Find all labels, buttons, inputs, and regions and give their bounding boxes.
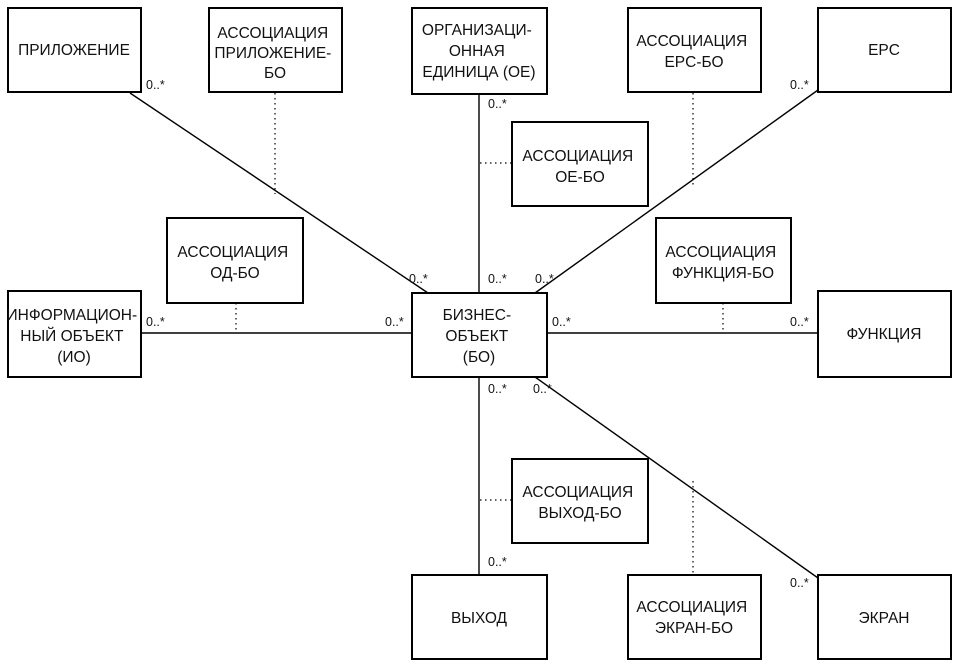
mult-bo-screen-end: 0..* (533, 382, 552, 396)
svg-text:АССОЦИАЦИЯ EPC-БО: АССОЦИАЦИЯ EPC-БО (636, 33, 751, 71)
mult-eps-end: 0..* (790, 78, 809, 92)
svg-text:EPC: EPC (868, 42, 900, 59)
entity-assoc-out-bo: АССОЦИАЦИЯ ВЫХОД-БО (511, 458, 649, 544)
assoc-app-line-3: БО (264, 65, 286, 82)
bo-line-3: (БО) (463, 349, 495, 366)
connector-bo-screen (534, 376, 819, 579)
info-line-3: (ИО) (57, 349, 91, 366)
assoc-func-line-1: АССОЦИАЦИЯ (665, 244, 776, 261)
svg-text:АССОЦИАЦИЯ ВЫХОД-БО: АССОЦИАЦИЯ ВЫХОД-БО (522, 484, 637, 522)
connector-app-bo (129, 92, 429, 294)
mult-info-end: 0..* (146, 315, 165, 329)
mult-app-end: 0..* (146, 78, 165, 92)
entity-info-object: ИНФОРМАЦИОН- НЫЙ ОБЪЕКТ (ИО) (7, 290, 142, 378)
association-links (235, 93, 724, 575)
func-line-1: ФУНКЦИЯ (847, 326, 922, 343)
svg-text:ПРИЛОЖЕНИЕ: ПРИЛОЖЕНИЕ (18, 42, 130, 59)
org-line-2: ОННАЯ (449, 43, 505, 60)
entity-business-object: БИЗНЕС- ОБЪЕКТ (БО) (411, 292, 548, 378)
out-line-1: ВЫХОД (451, 610, 508, 627)
screen-line-1: ЭКРАН (858, 610, 909, 627)
svg-text:ВЫХОД: ВЫХОД (451, 610, 508, 627)
mult-bo-app-end: 0..* (409, 272, 428, 286)
entity-output: ВЫХОД (411, 574, 548, 660)
assoc-out-line-1: АССОЦИАЦИЯ (522, 484, 633, 501)
mult-bo-info-end: 0..* (385, 315, 404, 329)
mult-bo-eps-end: 0..* (535, 272, 554, 286)
svg-text:ЭКРАН: ЭКРАН (858, 610, 909, 627)
svg-text:ФУНКЦИЯ: ФУНКЦИЯ (847, 326, 922, 343)
assoc-app-line-1: АССОЦИАЦИЯ (217, 25, 328, 42)
bo-line-1: БИЗНЕС- (443, 307, 512, 324)
connector-eps-bo (534, 89, 819, 294)
svg-text:АССОЦИАЦИЯ ОЕ-БО: АССОЦИАЦИЯ ОЕ-БО (522, 148, 637, 186)
assoc-screen-line-2: ЭКРАН-БО (655, 620, 733, 637)
svg-text:ОРГАНИЗАЦИ- ОННАЯ: ОРГАНИЗАЦИ- ОННАЯ ЕДИНИЦА (ОЕ) (422, 22, 536, 81)
entity-assoc-eps-bo: АССОЦИАЦИЯ EPC-БО (627, 7, 762, 93)
info-line-2: НЫЙ ОБЪЕКТ (20, 327, 124, 345)
assoc-func-line-2: ФУНКЦИЯ-БО (672, 265, 774, 282)
svg-text:АССОЦИАЦИЯ ПРИЛОЖЕНИЕ-: АССОЦИАЦИЯ ПРИЛОЖЕНИЕ- БО (214, 25, 335, 82)
entity-app: ПРИЛОЖЕНИЕ (7, 7, 142, 93)
assoc-screen-line-1: АССОЦИАЦИЯ (636, 599, 747, 616)
mult-bo-func-end: 0..* (552, 315, 571, 329)
assoc-oe-line-2: ОЕ-БО (555, 169, 605, 186)
svg-text:БИЗНЕС- ОБЪЕКТ (БО: БИЗНЕС- ОБЪЕКТ (БО) (443, 307, 516, 366)
org-line-3: ЕДИНИЦА (ОЕ) (422, 64, 535, 81)
connectors (129, 89, 819, 579)
assoc-od-line-1: АССОЦИАЦИЯ (177, 244, 288, 261)
entity-function: ФУНКЦИЯ (817, 290, 952, 378)
mult-func-end: 0..* (790, 315, 809, 329)
svg-text:АССОЦИАЦИЯ ЭКРАН-БО: АССОЦИАЦИЯ ЭКРАН-БО (636, 599, 751, 637)
bo-line-2: ОБЪЕКТ (445, 328, 508, 345)
entity-org-unit: ОРГАНИЗАЦИ- ОННАЯ ЕДИНИЦА (ОЕ) (411, 7, 548, 95)
svg-text:АССОЦИАЦИЯ ОД-БО: АССОЦИАЦИЯ ОД-БО (177, 244, 292, 282)
entity-assoc-screen-bo: АССОЦИАЦИЯ ЭКРАН-БО (627, 574, 762, 660)
eps-line-1: EPC (868, 42, 900, 59)
assoc-od-line-2: ОД-БО (210, 265, 259, 282)
assoc-app-line-2: ПРИЛОЖЕНИЕ- (214, 45, 331, 62)
mult-out-end: 0..* (488, 555, 507, 569)
svg-text:АССОЦИАЦИЯ ФУНКЦИЯ-БО: АССОЦИАЦИЯ ФУНКЦИЯ-БО (665, 244, 780, 282)
multiplicity-labels: 0..* 0..* 0..* 0..* 0..* 0..* 0..* 0..* … (146, 78, 809, 590)
entity-app-line-1: ПРИЛОЖЕНИЕ (18, 42, 130, 59)
entity-assoc-od-bo: АССОЦИАЦИЯ ОД-БО (166, 217, 304, 304)
info-line-1: ИНФОРМАЦИОН- (7, 307, 138, 324)
entity-eps: EPC (817, 7, 952, 93)
entity-assoc-func-bo: АССОЦИАЦИЯ ФУНКЦИЯ-БО (655, 217, 792, 304)
mult-org-end: 0..* (488, 97, 507, 111)
mult-bo-org-end: 0..* (488, 272, 507, 286)
mult-bo-out-end: 0..* (488, 382, 507, 396)
mult-screen-end: 0..* (790, 576, 809, 590)
entity-assoc-app-bo: АССОЦИАЦИЯ ПРИЛОЖЕНИЕ- БО (208, 7, 343, 93)
assoc-oe-line-1: АССОЦИАЦИЯ (522, 148, 633, 165)
svg-text:ИНФОРМАЦИОН- НЫЙ ОБЪЕКТ: ИНФОРМАЦИОН- НЫЙ ОБЪЕКТ (ИО) (7, 307, 142, 366)
entity-screen: ЭКРАН (817, 574, 952, 660)
org-line-1: ОРГАНИЗАЦИ- (422, 22, 532, 39)
assoc-out-line-2: ВЫХОД-БО (538, 505, 621, 522)
entity-assoc-oe-bo: АССОЦИАЦИЯ ОЕ-БО (511, 121, 649, 207)
assoc-eps-line-1: АССОЦИАЦИЯ (636, 33, 747, 50)
assoc-eps-line-2: EPC-БО (664, 54, 723, 71)
